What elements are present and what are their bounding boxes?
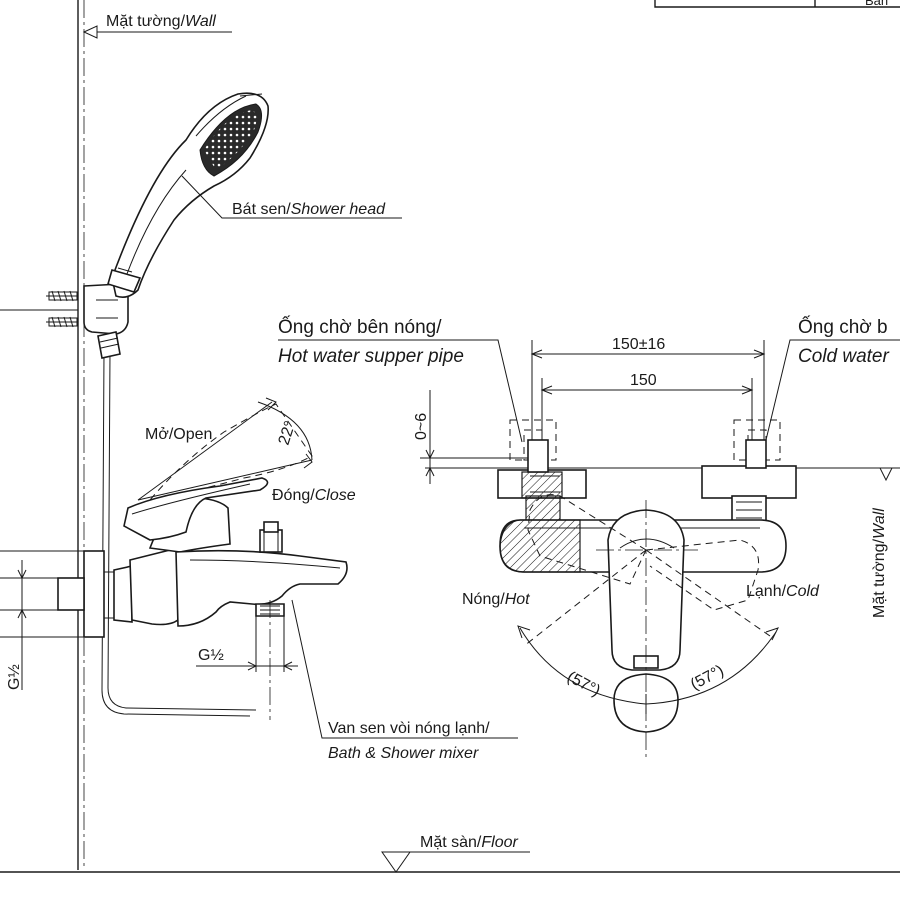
mixer-body-side (57, 477, 348, 638)
mixer-label-en: Bath & Shower mixer (328, 745, 479, 762)
wall-label-right-en: Wall (871, 508, 888, 539)
dim-0-6-label: 0~6 (413, 413, 430, 440)
dim-g12-left: G½ (0, 560, 58, 690)
cold-pipe-label-en: Cold water (798, 346, 889, 367)
cold-connector (701, 439, 797, 525)
dim-150-16: 150±16 (530, 336, 766, 462)
cold-pipe-leader: Ống chờ b Cold water (765, 316, 900, 441)
floor-label-en: Floor (481, 834, 518, 851)
svg-text:Mặt sàn/Floor: Mặt sàn/Floor (420, 834, 518, 851)
svg-text:Mặt tường/Wall: Mặt tường/Wall (106, 13, 216, 30)
wall-screw-upper (46, 290, 78, 302)
angle-57-right-label: (57°) (688, 662, 727, 693)
g12-left-label: G½ (6, 664, 23, 690)
handle-angle: 22° (137, 397, 313, 501)
open-label: Mở/Open (145, 426, 212, 443)
floor-label-vi: Mặt sàn/ (420, 834, 482, 851)
hot-label-vi: Nóng/ (462, 591, 505, 608)
hot-pipe-leader: Ống chờ bên nóng/ Hot water supper pipe (278, 316, 523, 443)
svg-text:Bát sen/Shower head: Bát sen/Shower head (232, 201, 386, 218)
close-label-vi: Đóng/ (272, 487, 315, 504)
lever-rotated-hot-outer (523, 549, 647, 647)
svg-text:Lạnh/Cold: Lạnh/Cold (746, 583, 820, 600)
cold-label-vi: Lạnh/ (746, 583, 787, 600)
mixer-label-vi: Van sen vòi nóng lạnh/ (328, 720, 490, 737)
svg-text:Đóng/Close: Đóng/Close (272, 487, 356, 504)
side-view: Mặt tường/Wall (0, 0, 900, 873)
lever-rotated-hot (527, 494, 647, 585)
lever-rotated-cold (645, 539, 760, 611)
close-label-en: Close (315, 487, 356, 504)
hot-pipe-label-vi: Ống chờ bên nóng/ (278, 316, 442, 338)
shower-head-label-vi: Bát sen/ (232, 201, 291, 218)
shower-head-leader: Bát sen/Shower head (181, 175, 402, 219)
angle-22-label: 22° (276, 419, 300, 447)
wall-label-top-vi: Mặt tường/ (106, 13, 186, 30)
dim-g12-mid: G½ (196, 616, 298, 672)
shower-head-label-en: Shower head (291, 201, 386, 218)
hot-pipe-label-en: Hot water supper pipe (278, 346, 464, 367)
mixer-leader: Van sen vòi nóng lạnh/ Bath & Shower mix… (291, 599, 518, 762)
g12-mid-label: G½ (198, 647, 224, 664)
front-view: 0~6 Mặt tường/Wall 150±16 150 (278, 316, 900, 760)
title-block-fragment: Bản (654, 0, 900, 8)
hot-label-en: Hot (505, 591, 530, 608)
wall-label-right: Mặt tường/Wall (871, 467, 893, 618)
cold-pipe-label-vi: Ống chờ b (798, 316, 888, 338)
dim-150-label: 150 (630, 372, 657, 389)
cold-label-en: Cold (786, 583, 820, 600)
dim-0-6: 0~6 (413, 390, 435, 484)
shower-hose (97, 331, 257, 717)
wall-label-top-en: Wall (185, 13, 216, 30)
dim-150-16-label: 150±16 (612, 336, 665, 353)
shower-head (107, 92, 269, 298)
wall-label-top: Mặt tường/Wall (82, 13, 232, 39)
hot-connector (497, 439, 587, 523)
wall-label-right-vi: Mặt tường/ (871, 538, 888, 618)
title-block-text: Bản (865, 0, 888, 8)
floor-symbol: Mặt sàn/Floor (0, 834, 900, 873)
lever-rotated-cold-outer (645, 549, 771, 637)
svg-text:Mặt tường/Wall: Mặt tường/Wall (871, 508, 888, 618)
svg-text:Nóng/Hot: Nóng/Hot (462, 591, 530, 608)
wall-screw-lower (46, 316, 78, 328)
angle-57-left-label: (57°) (564, 669, 603, 700)
dim-150: 150 (540, 372, 754, 462)
